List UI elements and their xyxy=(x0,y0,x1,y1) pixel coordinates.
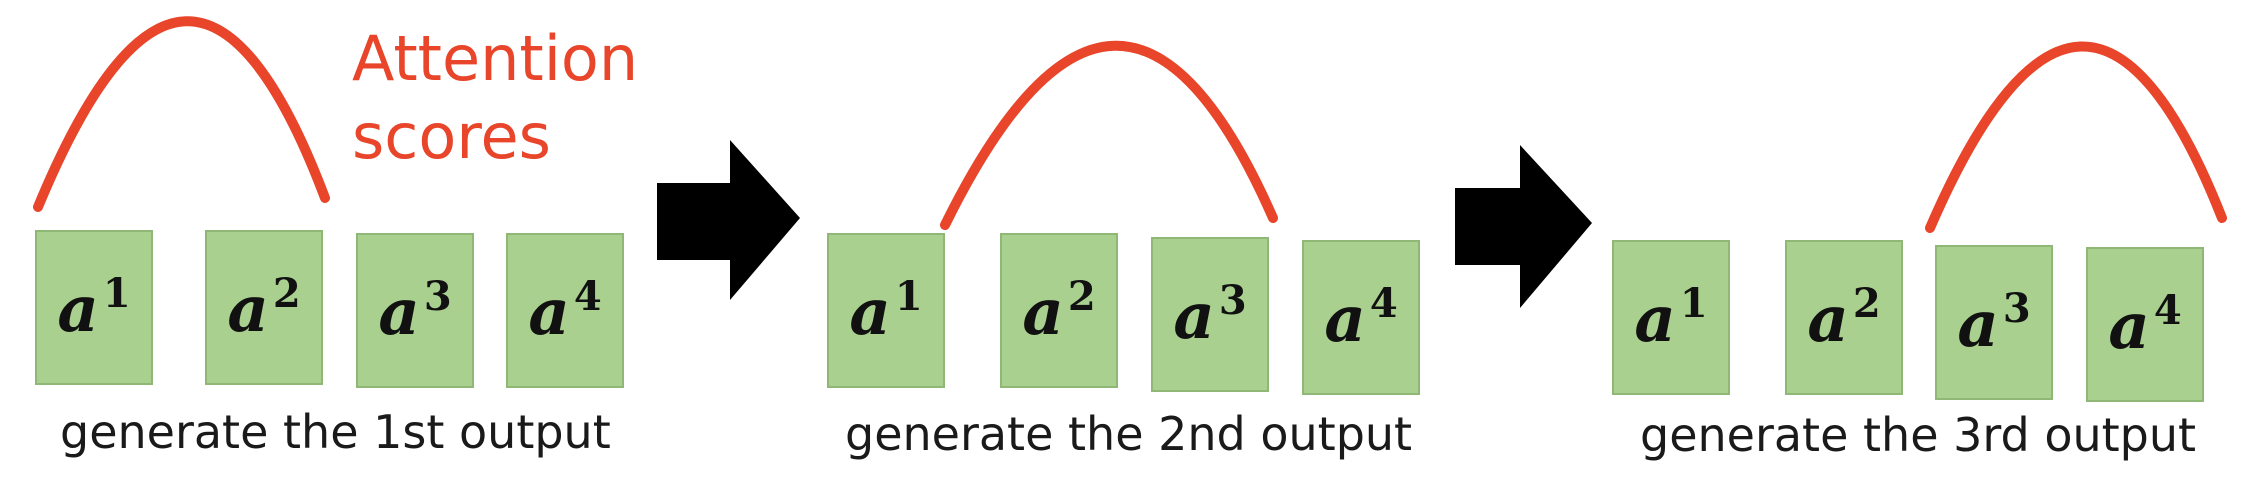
stage-3-caption: generate the 3rd output xyxy=(1640,408,2197,462)
attention-scores-label: Attention scores xyxy=(352,20,638,175)
arrow-icon xyxy=(1455,145,1592,308)
arrow-icon xyxy=(657,140,800,300)
stage-1-caption: generate the 1st output xyxy=(60,405,611,459)
attention-curve-stage-1 xyxy=(33,16,330,212)
attention-curve-stage-2 xyxy=(940,40,1278,230)
attention-curve-stage-3 xyxy=(1925,41,2227,233)
attention-label-line-2: scores xyxy=(352,99,551,173)
attention-label-line-1: Attention xyxy=(352,22,639,95)
stage-2-caption: generate the 2nd output xyxy=(845,407,1413,461)
